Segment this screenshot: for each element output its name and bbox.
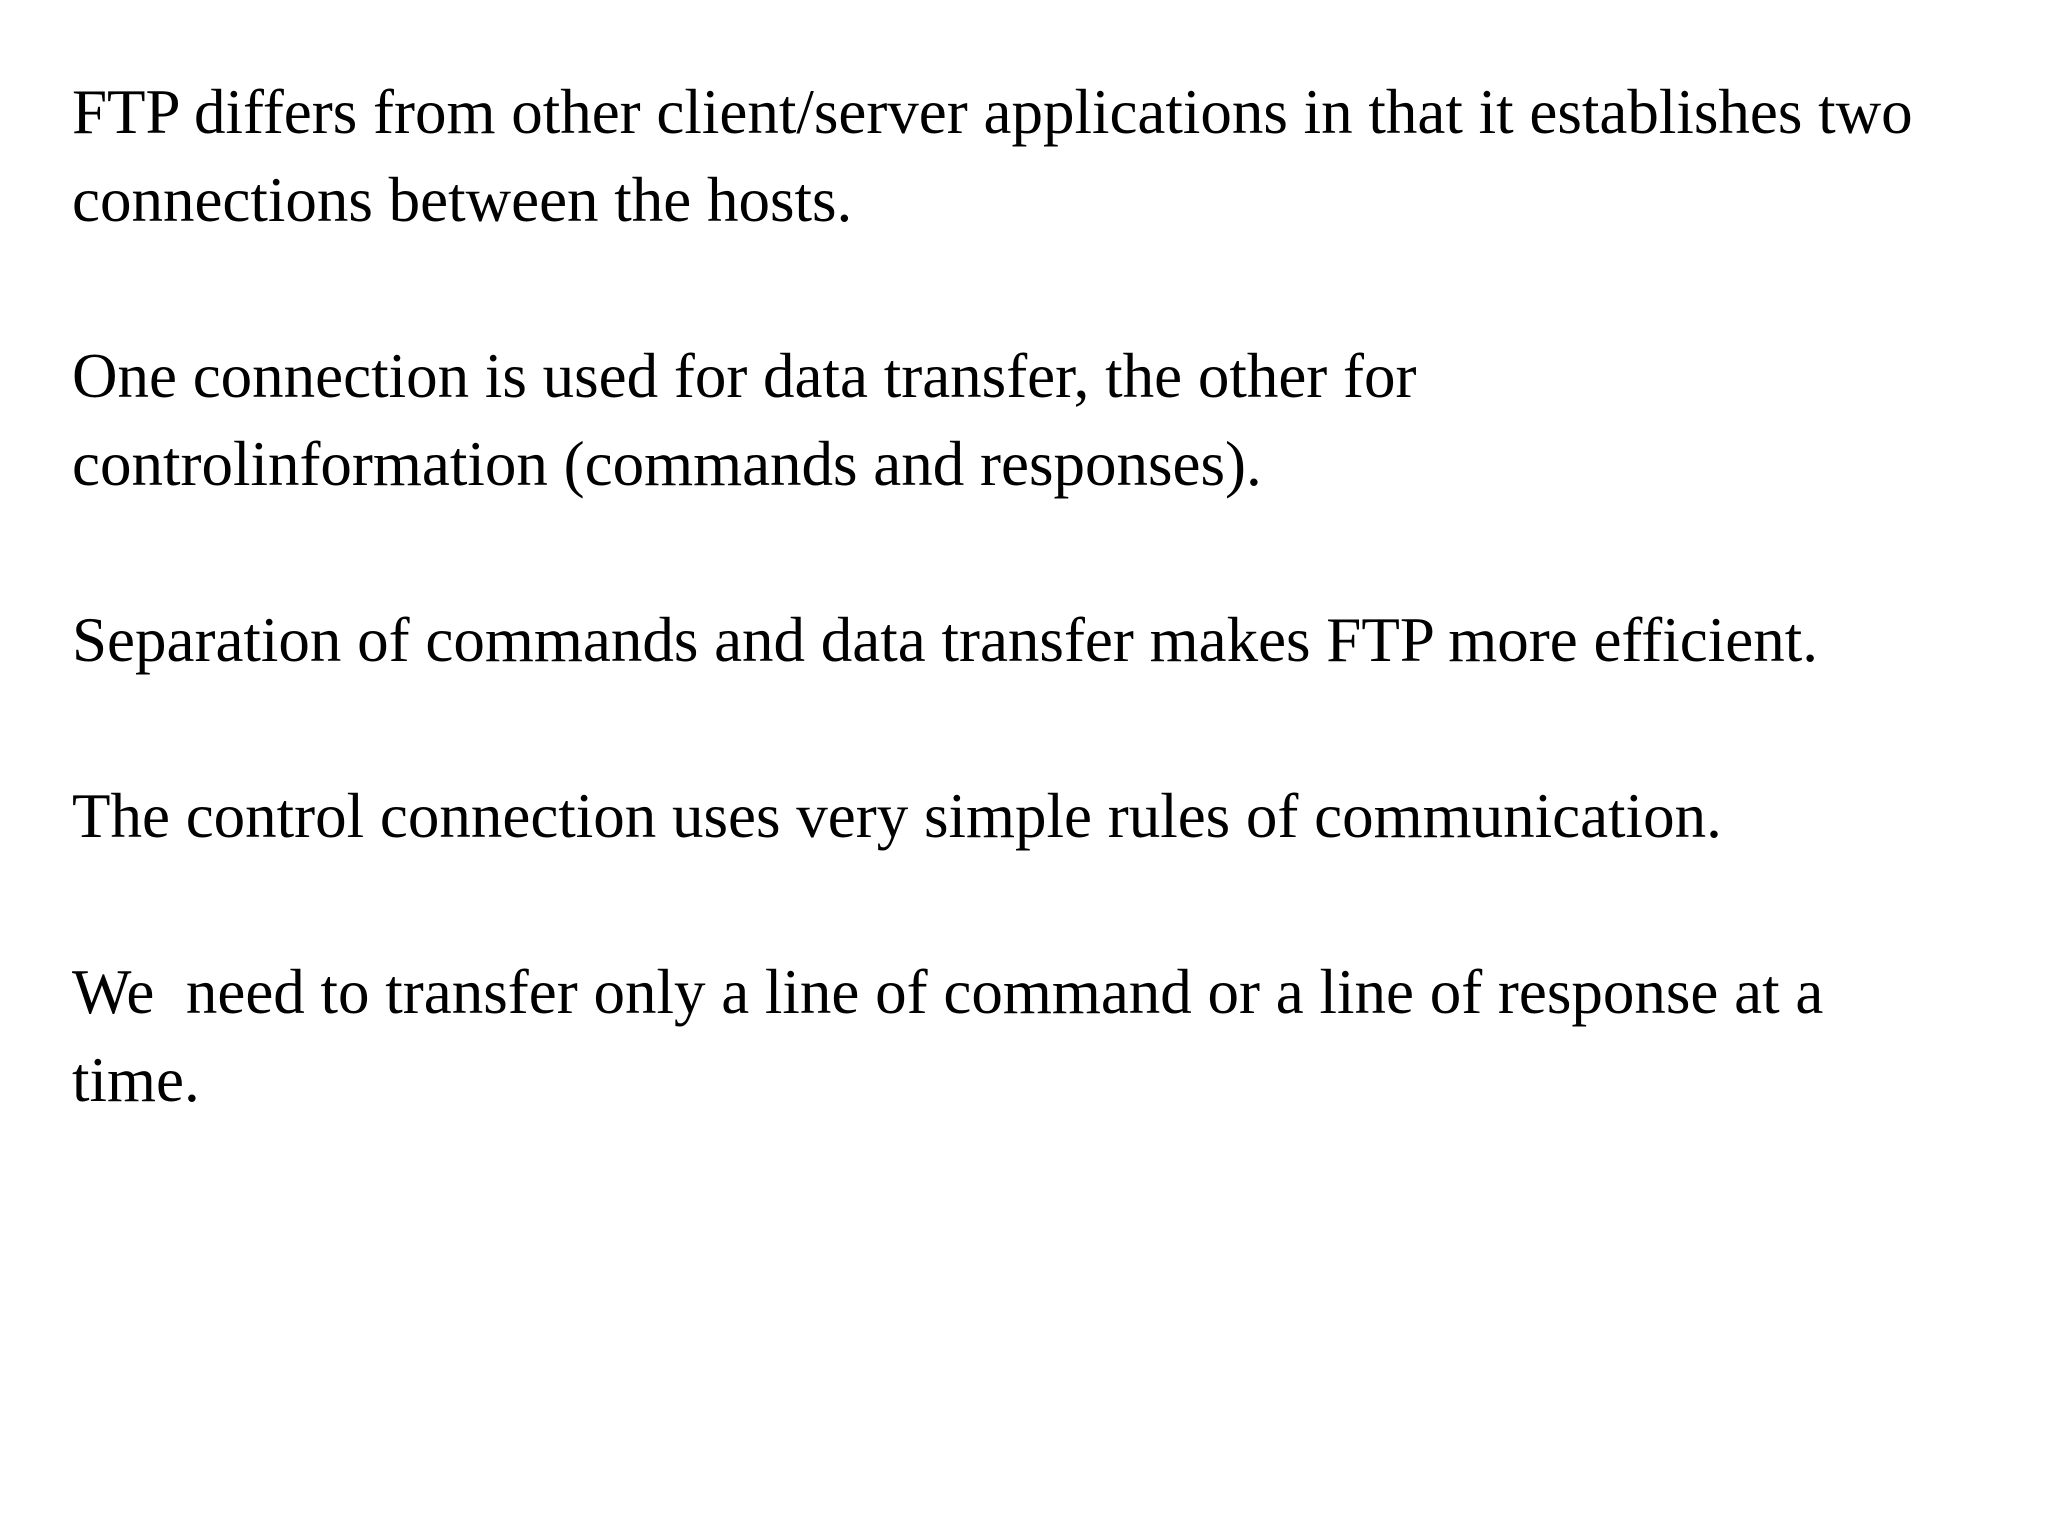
paragraph-data-and-control-connections: One connection is used for data transfer… bbox=[72, 341, 1433, 499]
slide-body-text: FTP differs from other client/server app… bbox=[72, 68, 2002, 1124]
paragraph-separation-efficiency: Separation of commands and data transfer… bbox=[72, 605, 1818, 675]
paragraph-control-connection-rules: The control connection uses very simple … bbox=[72, 781, 1722, 851]
paragraph-ftp-two-connections: FTP differs from other client/server app… bbox=[72, 77, 1929, 235]
paragraph-line-at-a-time: We need to transfer only a line of comma… bbox=[72, 957, 1840, 1115]
